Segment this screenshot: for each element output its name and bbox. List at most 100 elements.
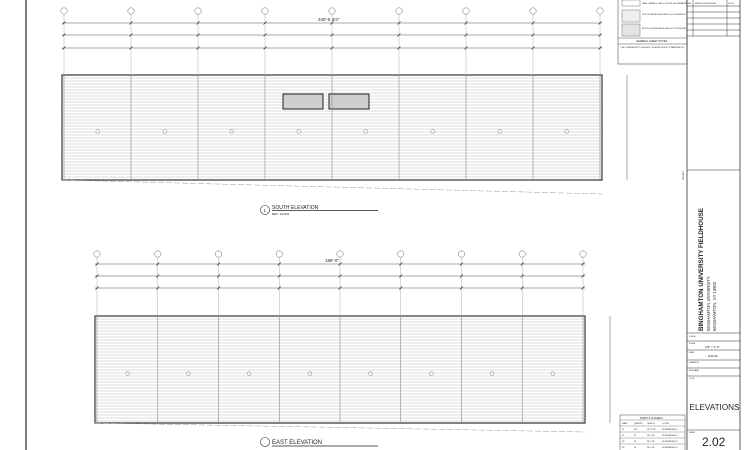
dimension-tick: [216, 286, 221, 290]
dimension-tick: [464, 21, 468, 25]
sheet-number: 2.02: [702, 435, 726, 449]
dimension-tick: [62, 21, 66, 25]
schedule-cell: SILVERMETALLIC: [662, 434, 678, 437]
dimension-tick: [397, 46, 401, 50]
grid-bubble: [194, 7, 202, 15]
schedule-cell: 26: [634, 435, 636, 437]
field-label: SCALE: [689, 342, 696, 345]
dimension-tick: [95, 274, 99, 278]
dimension-tick: [399, 286, 403, 290]
dimension-tick: [338, 286, 342, 290]
dimension-tick: [397, 33, 401, 37]
revision-description: ISSUED FOR APPROVAL: [695, 2, 716, 5]
dimension-tick: [95, 286, 99, 290]
schedule-header: COLOR: [662, 423, 669, 425]
dimension-tick: [531, 46, 535, 50]
grid-bubble: [336, 250, 344, 258]
south-elevation-drawing: 340'-5 3/4": [60, 7, 628, 195]
legend-item: WALL PANELS / MFG COLOR: SILVERMETALLIC: [642, 2, 692, 5]
view-reference: REF: 3/A001: [272, 212, 290, 216]
project-location: BINGHAMTON, NY 13902: [712, 281, 717, 331]
legend-swatch: [621, 9, 641, 23]
grid-bubble: [462, 7, 470, 15]
legend-item: NORTH 16-18 HORIZONTAL METAL WALL PANELS…: [642, 13, 686, 16]
schedule-title: NORTH 9-16 PANELS: [640, 417, 663, 420]
dimension-tick: [520, 262, 524, 266]
overall-dimension: 340'-5 3/4": [318, 17, 340, 22]
grid-bubble: [93, 250, 101, 258]
view-number-bubble: [260, 205, 270, 215]
dimension-tick: [531, 21, 535, 25]
field-label: TITLE: [689, 378, 695, 380]
grid-bubble: [579, 250, 587, 258]
dimension-tick: [156, 262, 160, 266]
grid-bubble: [261, 7, 269, 15]
view-title: SOUTH ELEVATION: [272, 205, 319, 211]
panel-tag: [550, 371, 556, 376]
louver-right: [328, 93, 370, 110]
grid-bubble: [395, 7, 403, 15]
dimension-tick: [330, 46, 334, 50]
dimension-tick: [581, 286, 585, 290]
field-label: FILE NAME: [689, 369, 700, 372]
grid-bubble: [529, 7, 537, 15]
legend-item: NORTH CEL-600 HORIZONTAL METAL WALL PANE…: [642, 27, 686, 30]
dimension-tick: [598, 46, 602, 50]
dimension-tick: [263, 21, 267, 25]
dimension-tick: [397, 21, 401, 25]
view-title: EAST ELEVATION: [272, 440, 322, 446]
dimension-tick: [129, 21, 133, 25]
schedule-cell: 26: [634, 441, 636, 443]
louver-left: [282, 93, 324, 110]
field-label: SHEET: [689, 432, 696, 434]
sheet-note: 1. ALL DIMENSIONS TO BE FIELD VERIFIED P…: [620, 46, 684, 49]
schedule-cell: 28'-1 3/8": [647, 435, 655, 437]
legend-swatch: [621, 23, 641, 37]
scale-value: 1/8" = 1'-0": [705, 345, 720, 349]
grid-bubble: [458, 250, 465, 258]
grade-line: [94, 422, 586, 433]
south-view-title: 1 SOUTH ELEVATION REF: 3/A001: [260, 205, 378, 216]
grid-bubble: [275, 250, 283, 258]
dimension-tick: [277, 286, 281, 290]
dimension-tick: [196, 46, 200, 50]
panel-tag: [229, 129, 234, 134]
dimension-tick: [62, 33, 66, 37]
dimension-tick: [338, 274, 342, 278]
grid-bubble: [397, 250, 405, 258]
field-label: DATE: [689, 351, 695, 354]
dimension-tick: [459, 262, 464, 266]
revision-date: 6/11/20: [728, 3, 734, 5]
dimension-tick: [464, 46, 468, 50]
field-label: JOB NO.: [689, 336, 697, 338]
dimension-tick: [464, 33, 468, 37]
panel-tag: [564, 129, 569, 134]
schedule-cell: SILVERMETALLIC: [662, 428, 678, 431]
panel-tag: [368, 371, 373, 376]
dimension-tick: [531, 33, 535, 37]
panel-tag: [296, 129, 301, 134]
view-number-bubble: [260, 437, 270, 447]
grid-bubble: [596, 7, 604, 15]
dimension-tick: [196, 21, 200, 25]
dimension-tick: [520, 274, 524, 278]
field-label: DRAWN BY: [689, 361, 700, 364]
dimension-tick: [277, 262, 281, 266]
grid-bubble: [60, 7, 68, 15]
schedule-header: MARK: [622, 422, 628, 425]
dimension-tick: [263, 46, 267, 50]
project-name: BINGHAMTON UNIVERSITY FIELDHOUSE: [698, 208, 705, 331]
schedule-header: LENGTH: [647, 423, 655, 425]
revision-table: [687, 0, 740, 37]
legend-swatch: [621, 0, 641, 7]
dimension-tick: [459, 274, 464, 278]
panel-tag: [363, 129, 368, 134]
view-number: 1: [264, 208, 267, 213]
schedule-cell: P4: [622, 447, 624, 449]
dimension-tick: [129, 46, 133, 50]
schedule-cell: 26: [634, 447, 636, 449]
dimension-tick: [598, 33, 602, 37]
grid-bubble: [215, 250, 222, 258]
dimension-tick: [95, 262, 99, 266]
